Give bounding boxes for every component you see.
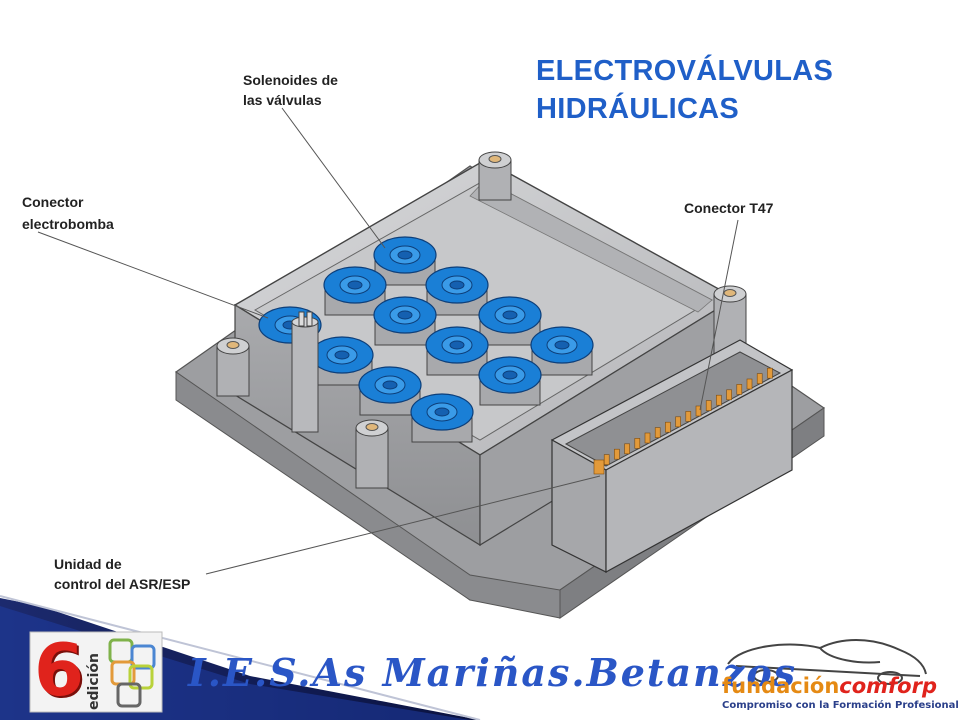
- t47-pins: [593, 367, 773, 475]
- t47-pin: [716, 394, 722, 406]
- t47-pin: [634, 438, 641, 449]
- diagram-title: ELECTROVÁLVULAS HIDRÁULICAS: [536, 52, 833, 128]
- car-silhouette-logo: [727, 639, 927, 685]
- badge-number: 6: [34, 628, 85, 712]
- t47-pin: [675, 416, 681, 428]
- t47-pin: [614, 448, 620, 460]
- title-line-2: HIDRÁULICAS: [536, 93, 740, 125]
- t47-connector: [550, 339, 794, 574]
- solenoid-3: [425, 266, 489, 316]
- brand-tagline: Compromiso con la Formación Profesional: [722, 700, 959, 711]
- brand-part-2: comforp: [839, 674, 937, 698]
- brand-name: fundacióncomforp: [722, 674, 937, 698]
- leader-conector-t47: [699, 219, 739, 411]
- t47-pin: [593, 459, 605, 475]
- solenoid-1: [373, 236, 437, 286]
- title-line-1: ELECTROVÁLVULAS: [536, 55, 834, 87]
- solenoid-6: [478, 296, 542, 346]
- leader-conector-electrobomba: [37, 231, 269, 319]
- brand-part-1: fundación: [722, 674, 840, 698]
- sexta-edicion-logo: [29, 631, 163, 713]
- badge-word: edición: [86, 653, 102, 710]
- t47-pin: [705, 400, 712, 411]
- t47-pin: [624, 443, 630, 455]
- pump-connector: [291, 311, 319, 433]
- leader-unidad-control: [205, 475, 601, 575]
- label-conector-t47: Conector T47: [684, 200, 774, 216]
- solenoid-9: [530, 326, 594, 376]
- leader-lines: [37, 107, 739, 575]
- label-conector-electrobomba: Conector electrobomba: [22, 194, 114, 232]
- t47-pin: [685, 411, 692, 422]
- mounting-post-top: [478, 151, 512, 201]
- leader-solenoides: [281, 107, 386, 249]
- t47-pin: [756, 373, 763, 384]
- t47-pin: [665, 421, 671, 433]
- t47-pin: [695, 405, 702, 417]
- solenoid-5: [373, 296, 437, 346]
- mounting-post-front: [355, 419, 389, 489]
- mounting-post-left: [216, 337, 250, 397]
- label-unidad-control: Unidad de control del ASR/ESP: [54, 556, 191, 592]
- t47-pin: [736, 384, 743, 395]
- t47-pin: [767, 367, 773, 379]
- t47-pin: [644, 432, 651, 444]
- solenoid-12: [410, 393, 474, 443]
- t47-pin: [726, 389, 732, 401]
- t47-pin: [603, 454, 610, 465]
- school-name: I.E.S.As Mariñas.Betanzos: [188, 650, 798, 695]
- t47-pin: [654, 427, 661, 438]
- solenoid-11: [478, 356, 542, 406]
- t47-pin: [746, 378, 753, 390]
- label-solenoides: Solenoides de las válvulas: [243, 72, 338, 108]
- solenoid-8: [425, 326, 489, 376]
- solenoid-10: [358, 366, 422, 416]
